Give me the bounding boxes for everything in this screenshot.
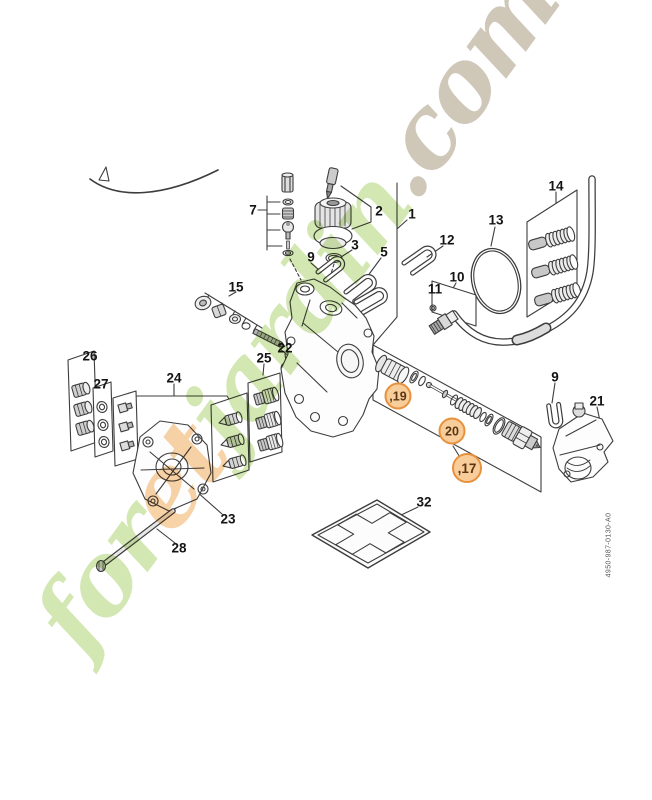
plug-screw-2 (313, 167, 353, 264)
outlet-kit-17 (375, 354, 541, 451)
callout-12: 12 (439, 232, 455, 248)
adjacent-diagram-arc (89, 166, 219, 194)
callout-15: 15 (228, 279, 244, 295)
piston-kit-15 (194, 292, 286, 348)
clip-5b (356, 287, 388, 313)
callout-7: 7 (249, 202, 257, 218)
unloader-21 (552, 402, 614, 483)
hose-fitting (428, 310, 459, 335)
spring-kit-14 (528, 226, 582, 307)
callout-21: 21 (589, 393, 605, 409)
callout-24: 24 (166, 370, 182, 386)
valve-cartridges-24 (218, 411, 247, 469)
plug-kit-26 (71, 381, 95, 436)
fitting-kit-24 (117, 402, 135, 452)
assembly-1-bracket (372, 182, 398, 346)
valve-kit-7 (281, 172, 295, 257)
callout-2: 2 (375, 203, 383, 219)
clip-9 (318, 256, 345, 280)
clip-9-unloader (546, 401, 564, 429)
pump-head-casting (280, 278, 380, 438)
bolt-28 (95, 508, 176, 573)
gasket-plate-32 (311, 499, 431, 569)
callout-1: 1 (408, 206, 416, 222)
hose-assembly-10 (428, 175, 596, 346)
callout-9: 9 (307, 249, 315, 265)
piston-19 (375, 354, 410, 384)
callout-26: 26 (82, 348, 98, 364)
callout-22: 22 (277, 340, 293, 356)
piston-caps-25 (253, 386, 284, 452)
callout-27: 27 (93, 376, 109, 392)
spring-20 (454, 397, 482, 419)
callout-3: 3 (351, 237, 359, 253)
callout-11: 11 (427, 281, 443, 297)
callout-9-unloader: 9 (551, 369, 559, 385)
callout-28: 28 (171, 540, 187, 556)
oring-11 (429, 304, 437, 312)
callout-13: 13 (488, 212, 504, 228)
drawing-number: 4950-987-0130-A0 (605, 512, 613, 578)
callout-32: 32 (416, 494, 432, 510)
panel-26 (67, 350, 98, 452)
oring-13 (470, 247, 522, 315)
callout-14: 14 (548, 178, 564, 194)
highlight-callout-17: ,17 (452, 453, 482, 483)
clip-12 (404, 245, 437, 273)
callout-10: 10 (449, 269, 465, 285)
outlet-fitting (501, 421, 541, 451)
callout-23: 23 (220, 511, 236, 527)
highlight-callout-19: ,19 (384, 382, 412, 410)
callout-25: 25 (256, 350, 272, 366)
retaining-clips (318, 245, 564, 429)
callout-5: 5 (380, 244, 388, 260)
crankcase-23 (132, 420, 212, 512)
oring-kit-27 (96, 400, 110, 449)
highlight-callout-20: 20 (438, 417, 466, 445)
